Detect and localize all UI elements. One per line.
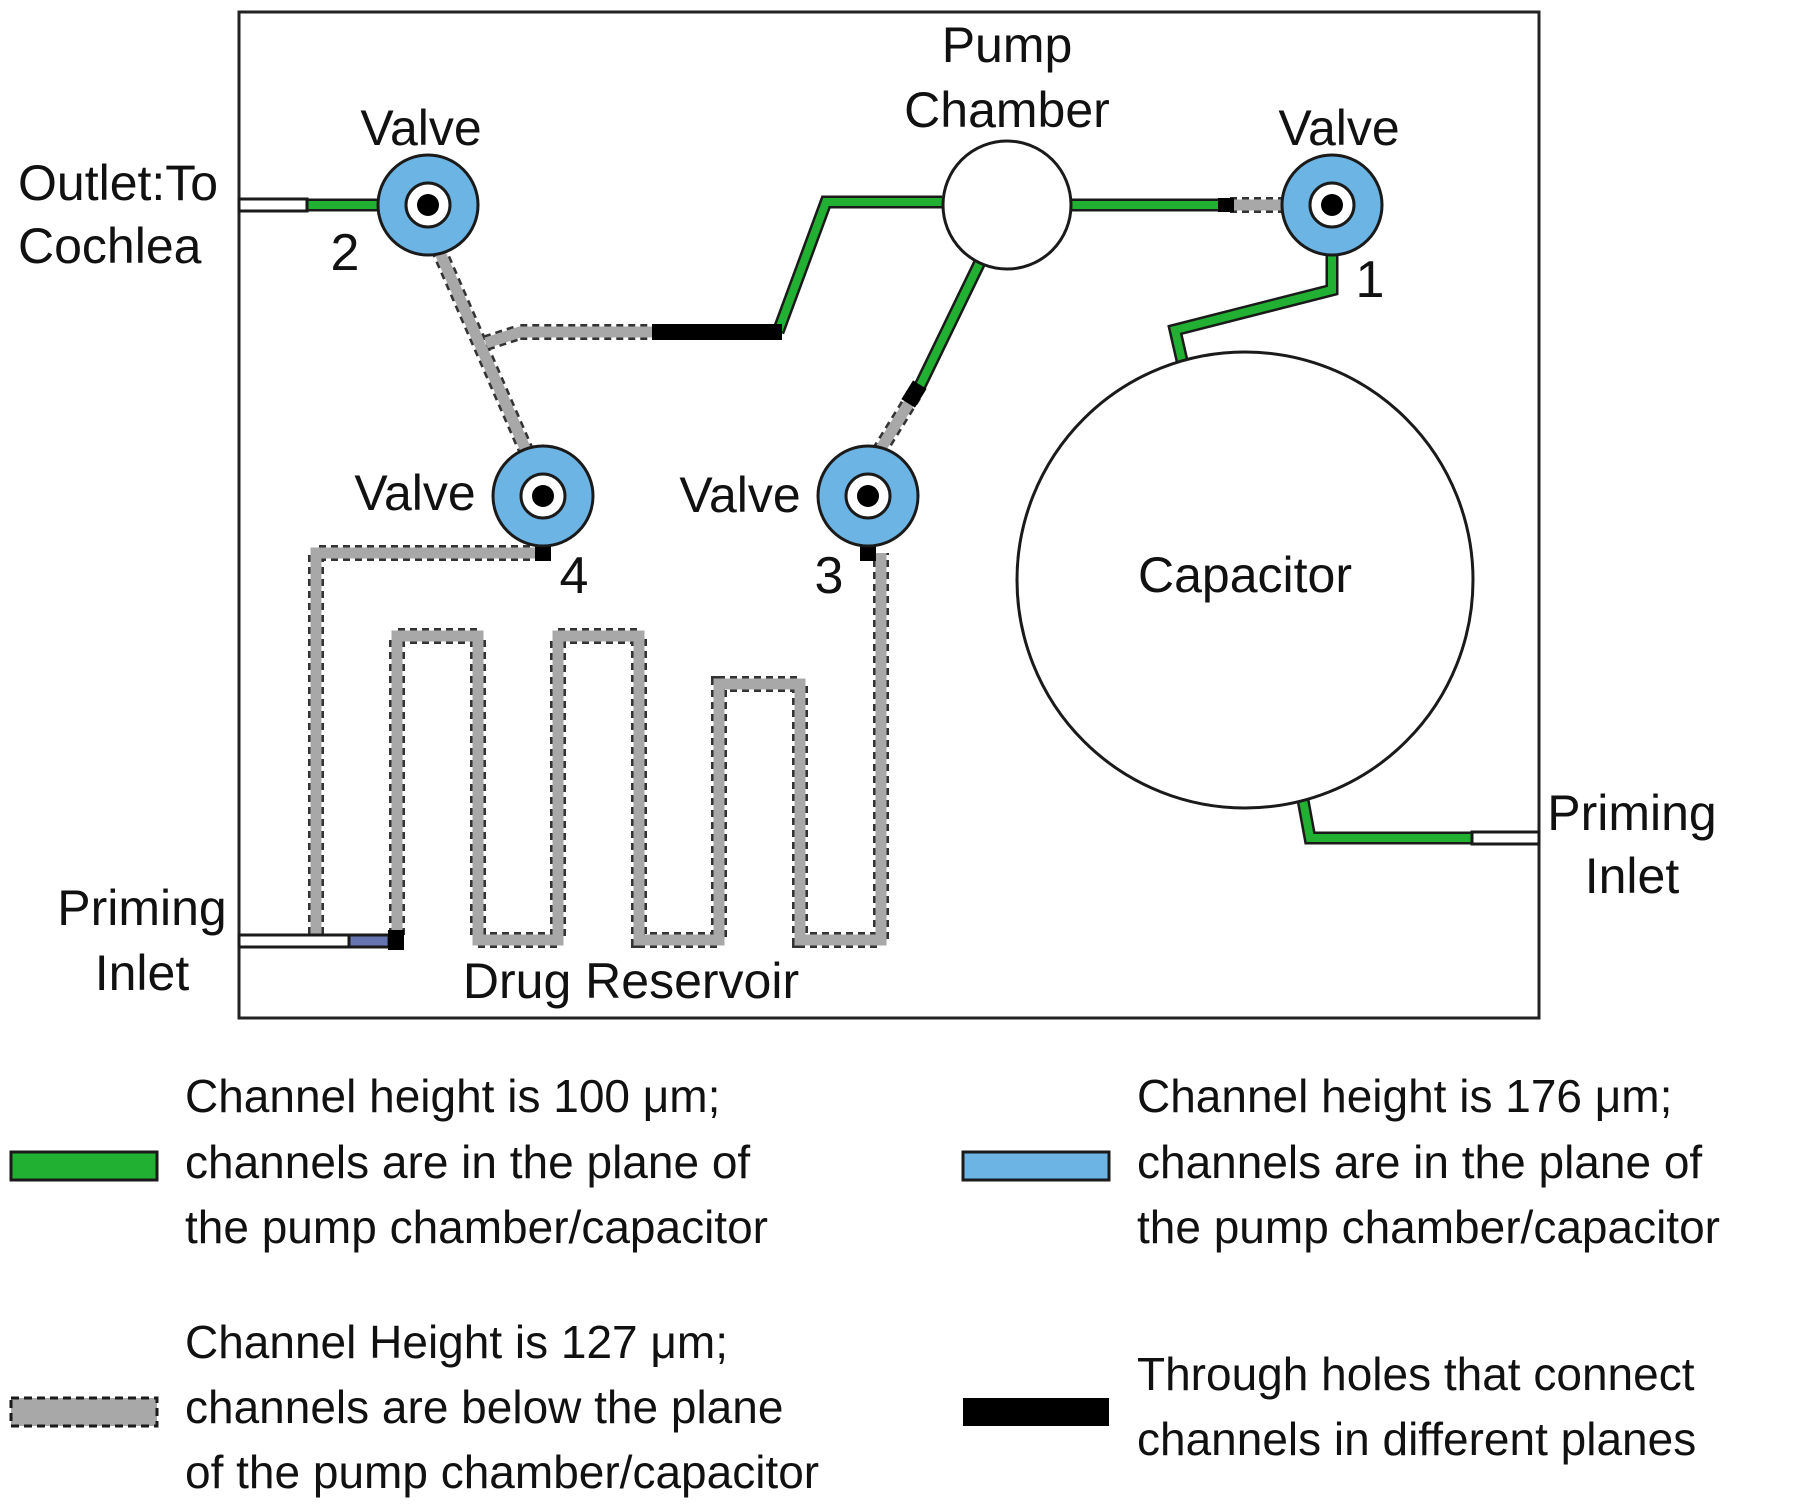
- through-holes: [388, 198, 1234, 950]
- through-hole-left-inlet: [388, 930, 404, 950]
- through-hole-valve4: [535, 545, 551, 561]
- legend-gray-line3: of the pump chamber/capacitor: [185, 1446, 819, 1498]
- drug-reservoir-label: Drug Reservoir: [463, 953, 799, 1009]
- left-inlet-purple-segment: [347, 933, 391, 949]
- legend-blue-line2: channels are in the plane of: [1137, 1136, 1702, 1188]
- outlet-tube: [237, 197, 309, 213]
- legend-blue-line3: the pump chamber/capacitor: [1137, 1201, 1720, 1253]
- legend-black-line1: Through holes that connect: [1137, 1348, 1695, 1400]
- valve-1-number: 1: [1356, 251, 1385, 309]
- gray-channels: [308, 197, 1290, 948]
- capacitor: [1015, 350, 1475, 810]
- green-channel-capacitor-inlet: [1296, 798, 1472, 845]
- valve-4: [491, 444, 595, 548]
- valve-center-dot: [1321, 194, 1343, 216]
- through-hole-valve1: [1218, 198, 1234, 212]
- device-outline: [237, 10, 1541, 1020]
- gray-channel-valve4-left: [308, 545, 542, 940]
- legend-swatch-black: [963, 1398, 1109, 1426]
- legend: Channel height is 100 μm; channels are i…: [9, 1070, 1720, 1498]
- legend-green-line3: the pump chamber/capacitor: [185, 1201, 768, 1253]
- capacitor-label: Capacitor: [1138, 547, 1352, 603]
- priming-left-line2: Inlet: [95, 945, 190, 1001]
- legend-gray-line2: channels are below the plane: [185, 1381, 783, 1433]
- valve-3-number: 3: [815, 547, 844, 605]
- valve-2: [376, 153, 480, 257]
- priming-right-line1: Priming: [1547, 785, 1716, 841]
- outlet-label-line2: Cochlea: [18, 218, 202, 274]
- valve-1-label: Valve: [1278, 100, 1399, 156]
- valve-3: [816, 444, 920, 548]
- through-hole-pump-valve3: [901, 380, 927, 408]
- legend-swatch-green: [9, 1150, 159, 1182]
- outlet-label-line1: Outlet:To: [18, 155, 218, 211]
- legend-item-black: Through holes that connect channels in d…: [963, 1348, 1696, 1465]
- valve-center-dot: [532, 485, 554, 507]
- pump-label-line1: Pump: [942, 17, 1073, 73]
- valve-1: [1280, 153, 1384, 257]
- valve-4-label: Valve: [354, 465, 475, 521]
- legend-swatch-gray: [9, 1396, 159, 1428]
- valve-center-dot: [857, 485, 879, 507]
- through-hole-valve3: [860, 545, 876, 561]
- left-inlet-tube: [237, 933, 351, 949]
- pump-label-line2: Chamber: [904, 82, 1110, 138]
- legend-swatch-blue: [961, 1150, 1111, 1182]
- diagram-labels: Outlet:To Cochlea Valve 2 Pump Chamber V…: [18, 17, 1717, 1009]
- priming-right-line2: Inlet: [1585, 848, 1680, 904]
- priming-left-line1: Priming: [57, 880, 226, 936]
- valve-2-number: 2: [331, 224, 360, 282]
- pump-chamber: [941, 139, 1073, 271]
- legend-gray-line1: Channel Height is 127 μm;: [185, 1316, 728, 1368]
- through-hole-branch: [652, 324, 782, 340]
- legend-item-green: Channel height is 100 μm; channels are i…: [9, 1070, 768, 1253]
- legend-green-line2: channels are in the plane of: [185, 1136, 750, 1188]
- legend-blue-line1: Channel height is 176 μm;: [1137, 1070, 1672, 1122]
- valve-3-label: Valve: [679, 467, 800, 523]
- green-channels: [306, 195, 1472, 845]
- legend-item-gray: Channel Height is 127 μm; channels are b…: [9, 1316, 819, 1498]
- inlet-tubes: [237, 197, 1541, 949]
- right-inlet-tube: [1470, 830, 1541, 846]
- valve-center-dot: [417, 194, 439, 216]
- valve-4-number: 4: [560, 547, 589, 605]
- legend-green-line1: Channel height is 100 μm;: [185, 1070, 720, 1122]
- legend-black-line2: channels in different planes: [1137, 1413, 1696, 1465]
- legend-item-blue: Channel height is 176 μm; channels are i…: [961, 1070, 1720, 1253]
- valve-2-label: Valve: [360, 100, 481, 156]
